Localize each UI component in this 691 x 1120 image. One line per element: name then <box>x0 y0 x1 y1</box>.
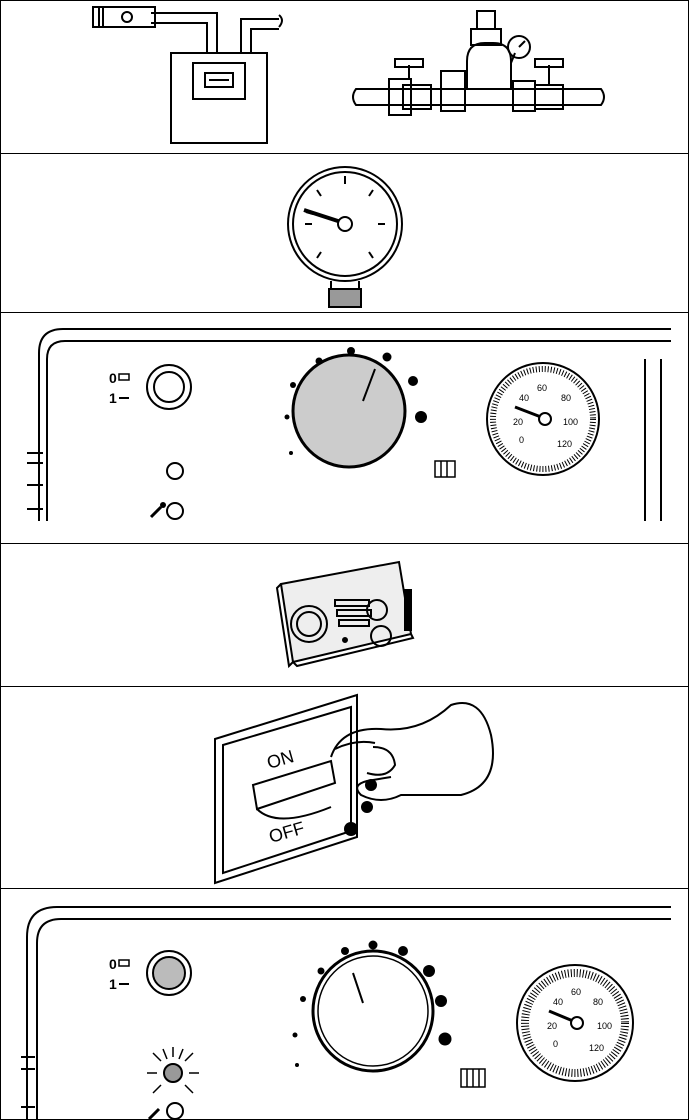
thermometer-needle <box>549 1011 573 1021</box>
thermometer-scale-20: 20 <box>547 1021 557 1031</box>
thermometer-scale-0: 0 <box>553 1039 558 1049</box>
thermometer-scale-60: 60 <box>537 383 547 393</box>
radiator-icon <box>461 1069 485 1087</box>
gas-valve-body <box>99 7 155 27</box>
panel-boiler-control-running: 0 1 <box>0 888 689 1120</box>
panel-pressure-gauge <box>0 153 689 313</box>
mains-switch-illustration: ON OFF <box>1 687 689 889</box>
boiler-control-initial-illustration: 0 1 <box>1 313 689 544</box>
switch-label-off: 0 <box>109 370 117 386</box>
room-thermostat-icon <box>281 562 411 662</box>
switch-label-off: 0 <box>109 956 117 972</box>
pressure-gauge-illustration <box>1 154 689 313</box>
thermometer-scale-40: 40 <box>553 997 563 1007</box>
thermometer-scale-100: 100 <box>563 417 578 427</box>
fault-lamp <box>167 503 183 519</box>
wrench-icon <box>149 1109 159 1119</box>
water-pipe <box>353 89 604 105</box>
thermometer-scale-120: 120 <box>557 439 572 449</box>
thermometer-scale-60: 60 <box>571 987 581 997</box>
boiler-control-running-illustration: 0 1 <box>1 889 689 1120</box>
switch-label-on: 1 <box>109 390 117 406</box>
panel-gas-and-water-supply <box>0 0 689 154</box>
thermometer-scale-0: 0 <box>519 435 524 445</box>
fault-lamp <box>167 1103 183 1119</box>
temperature-knob <box>313 951 433 1071</box>
radiator-icon <box>435 461 455 477</box>
thermometer-scale-20: 20 <box>513 417 523 427</box>
thermometer-scale-80: 80 <box>561 393 571 403</box>
thermometer-scale-40: 40 <box>519 393 529 403</box>
switch-label-on: 1 <box>109 976 117 992</box>
panel-mains-switch: ON OFF <box>0 686 689 889</box>
room-thermostat-illustration <box>1 544 689 687</box>
pressure-reducer-icon <box>467 43 511 89</box>
panel-room-thermostat <box>0 543 689 687</box>
mains-switch-plate-icon <box>215 695 357 883</box>
status-lamp-lit <box>164 1064 182 1082</box>
gauge-needle <box>304 210 341 222</box>
thermometer-scale-100: 100 <box>597 1021 612 1031</box>
thermometer-scale-80: 80 <box>593 997 603 1007</box>
gas-valve-handle-icon <box>122 12 132 22</box>
panel-boiler-control-initial: 0 1 <box>0 312 689 544</box>
temperature-knob <box>293 355 405 467</box>
status-lamp <box>167 463 183 479</box>
thermometer-needle <box>515 407 541 417</box>
gas-water-supply-illustration <box>1 1 689 154</box>
wrench-icon <box>151 507 161 517</box>
thermometer-scale-120: 120 <box>589 1043 604 1053</box>
